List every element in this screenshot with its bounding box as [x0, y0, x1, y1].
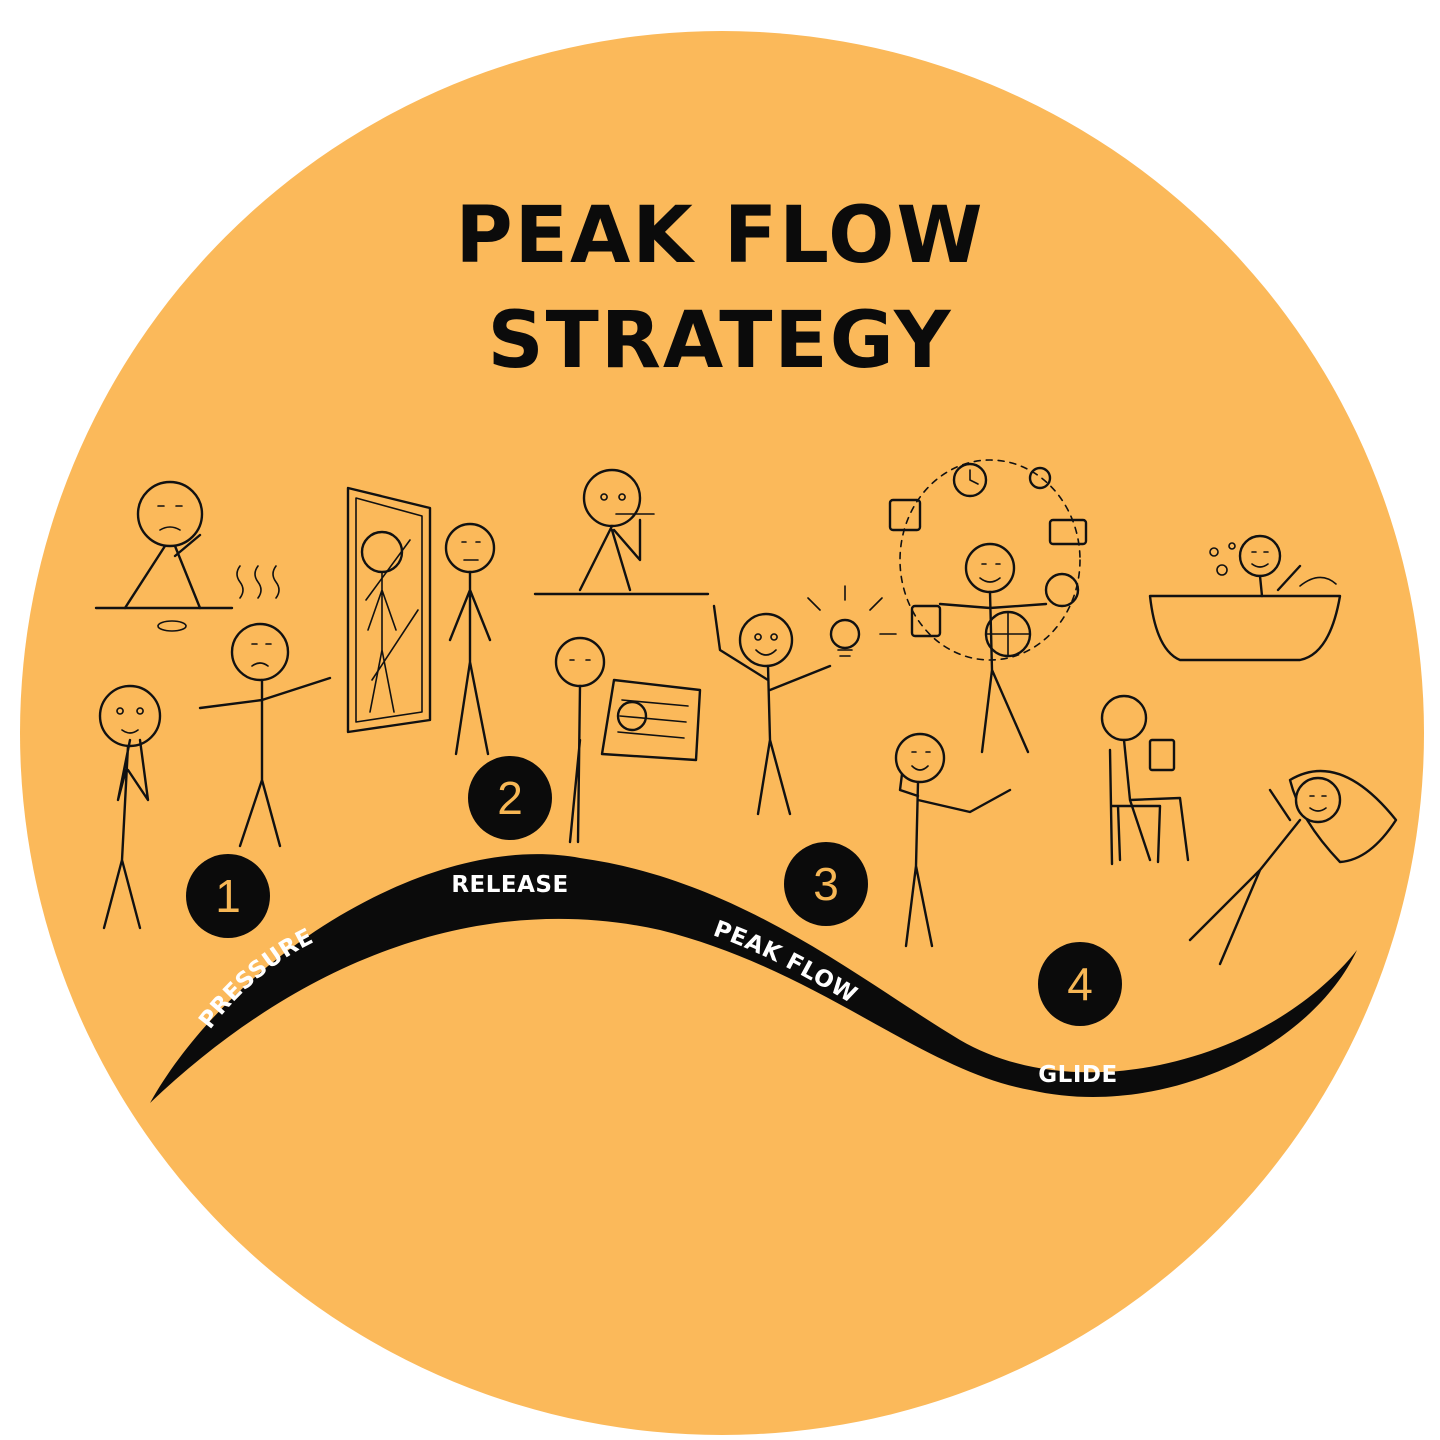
stage-badge-4: 4 [1038, 942, 1122, 1026]
badge-number: 2 [497, 772, 523, 824]
stage-label-release: RELEASE [451, 872, 568, 898]
lying-relaxing-figure-icon [1188, 769, 1398, 966]
lightbulb-idea-figure-icon [712, 585, 897, 816]
badge-number: 1 [215, 870, 241, 922]
stage-label-glide: GLIDE [1038, 1062, 1117, 1088]
nail-biting-figure-icon [98, 684, 162, 930]
title-line-2: STRATEGY [487, 296, 952, 386]
stage-badge-3: 3 [784, 842, 868, 926]
stage-badge-2: 2 [468, 756, 552, 840]
chair-reading-figure-icon [1100, 694, 1190, 866]
badge-circle [784, 842, 868, 926]
speaking-microphone-figure-icon [894, 732, 1012, 948]
badge-number: 3 [813, 858, 839, 910]
flow-wave [150, 854, 1357, 1103]
stressed-pointing-figure-icon [198, 565, 332, 848]
bathtub-relaxing-figure-icon [1148, 534, 1342, 662]
title-line-1: PEAK FLOW [456, 191, 985, 281]
pen-chewing-figure-icon [533, 468, 710, 596]
badge-circle [468, 756, 552, 840]
badge-circle [1038, 942, 1122, 1026]
stage-badge-1: 1 [186, 854, 270, 938]
magnifying-glass-reading-figure-icon [554, 636, 702, 844]
juggling-tasks-figure-icon [888, 459, 1088, 754]
badge-circle [186, 854, 270, 938]
mirror-reflection-figure-icon [346, 486, 496, 756]
badge-number: 4 [1067, 958, 1093, 1010]
worried-thinking-figure-icon [94, 480, 234, 632]
